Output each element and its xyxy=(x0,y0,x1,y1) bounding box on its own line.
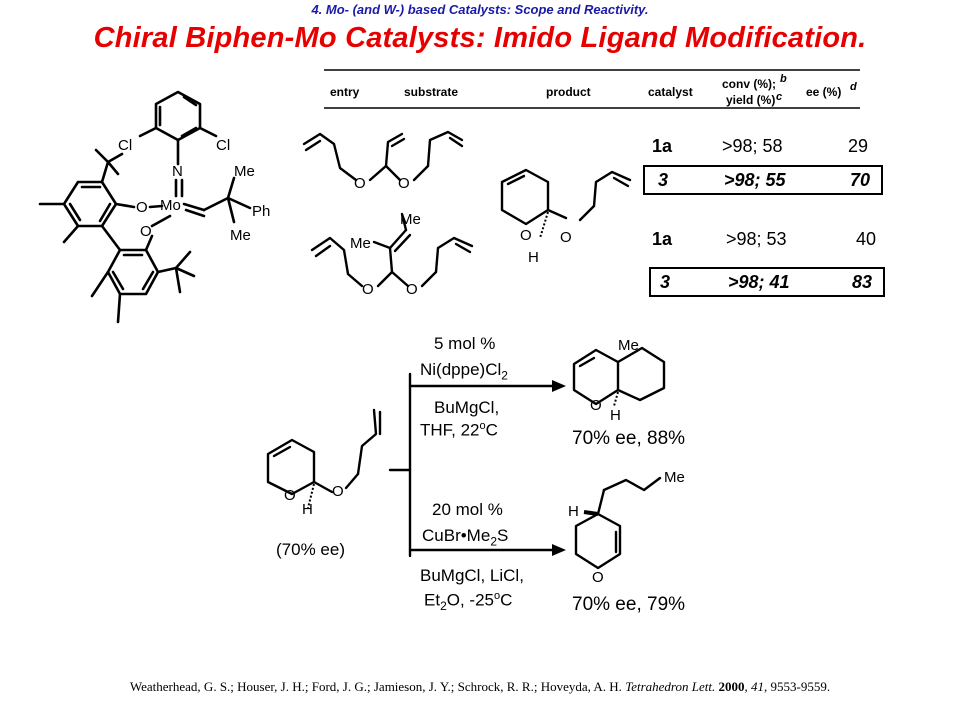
row3-catalyst: 1a xyxy=(652,229,673,249)
citation-volume: 41 xyxy=(751,679,764,694)
svg-text:O: O xyxy=(362,281,374,298)
svg-text:Cl: Cl xyxy=(118,137,132,154)
svg-text:c: c xyxy=(776,91,782,103)
svg-text:O: O xyxy=(140,223,152,240)
bottom-catalyst-loading: 20 mol % xyxy=(432,500,503,519)
biphen-mo-catalyst-structure: Cl Cl N Mo O O Me Ph Me xyxy=(38,90,270,324)
bottom-product-result: 70% ee, 79% xyxy=(572,594,686,615)
top-catalyst: Ni(dppe)Cl2 xyxy=(420,360,508,383)
citation-journal: Tetrahedron Lett. xyxy=(625,679,716,694)
slide-title: Chiral Biphen-Mo Catalysts: Imido Ligand… xyxy=(93,22,867,54)
svg-text:H: H xyxy=(568,503,579,520)
citation-pages: 9553-9559. xyxy=(770,679,831,694)
svg-text:O: O xyxy=(332,483,344,500)
citation: Weatherhead, G. S.; Houser, J. H.; Ford,… xyxy=(129,679,831,694)
citation-authors: Weatherhead, G. S.; Houser, J. H.; Ford,… xyxy=(129,679,626,694)
row1-conv-yield: >98; 58 xyxy=(722,136,783,156)
svg-text:Me: Me xyxy=(400,211,421,228)
svg-text:O: O xyxy=(590,397,602,414)
svg-text:Me: Me xyxy=(350,235,371,252)
svg-text:product: product xyxy=(546,85,591,99)
slide-subtitle: 4. Mo- (and W-) based Catalysts: Scope a… xyxy=(311,2,649,17)
bottom-reagent: BuMgCl, LiCl, xyxy=(420,566,524,585)
svg-text:N: N xyxy=(172,163,183,180)
svg-text:H: H xyxy=(528,249,539,266)
top-catalyst-loading: 5 mol % xyxy=(434,334,496,353)
svg-text:Mo: Mo xyxy=(160,197,181,214)
bottom-solvent-temp: Et2O, -25oC xyxy=(424,590,513,614)
svg-text:d: d xyxy=(850,81,857,93)
svg-text:Me: Me xyxy=(230,227,251,244)
svg-text:O: O xyxy=(398,175,410,192)
table-header: entry substrate product catalyst conv (%… xyxy=(324,69,860,109)
row1-ee: 29 xyxy=(848,136,869,156)
table-structures: O O O O Me Me O O H xyxy=(302,130,632,298)
svg-text:O: O xyxy=(354,175,366,192)
bottom-catalyst: CuBr•Me2S xyxy=(422,526,509,549)
svg-text:Me: Me xyxy=(618,337,639,354)
svg-text:conv (%);: conv (%); xyxy=(722,77,776,91)
reaction-scheme: O O H Me O H Me H O xyxy=(266,337,685,586)
row3-ee: 40 xyxy=(856,229,877,249)
row4-catalyst: 3 xyxy=(660,272,671,292)
svg-text:catalyst: catalyst xyxy=(648,85,693,99)
citation-year: 2000 xyxy=(718,679,745,694)
svg-text:O: O xyxy=(592,569,604,586)
svg-text:Me: Me xyxy=(664,469,685,486)
svg-text:O: O xyxy=(560,229,572,246)
svg-text:ee (%): ee (%) xyxy=(806,85,841,99)
svg-text:entry: entry xyxy=(330,85,360,99)
svg-text:b: b xyxy=(780,73,787,85)
top-reagent: BuMgCl, xyxy=(434,398,500,417)
row2-conv-yield: >98; 55 xyxy=(724,170,786,190)
top-solvent-temp: THF, 22oC xyxy=(420,420,498,440)
svg-text:H: H xyxy=(610,407,621,424)
svg-text:Ph: Ph xyxy=(252,203,270,220)
row4-highlight-box xyxy=(649,267,885,297)
svg-text:substrate: substrate xyxy=(404,85,458,99)
row3-conv-yield: >98; 53 xyxy=(726,229,787,249)
svg-text:Cl: Cl xyxy=(216,137,230,154)
svg-text:H: H xyxy=(302,501,313,518)
starting-ee: (70% ee) xyxy=(276,540,345,559)
svg-text:Me: Me xyxy=(234,163,255,180)
svg-text:yield (%): yield (%) xyxy=(726,93,775,107)
svg-text:O: O xyxy=(520,227,532,244)
row1-catalyst: 1a xyxy=(652,136,673,156)
row2-highlight-box xyxy=(643,165,883,195)
top-product-result: 70% ee, 88% xyxy=(572,428,686,449)
row2-ee: 70 xyxy=(850,170,871,190)
row2-catalyst: 3 xyxy=(658,170,669,190)
svg-text:O: O xyxy=(406,281,418,298)
row4-conv-yield: >98; 41 xyxy=(728,272,790,292)
row4-ee: 83 xyxy=(852,272,873,292)
svg-text:O: O xyxy=(136,199,148,216)
svg-text:O: O xyxy=(284,487,296,504)
